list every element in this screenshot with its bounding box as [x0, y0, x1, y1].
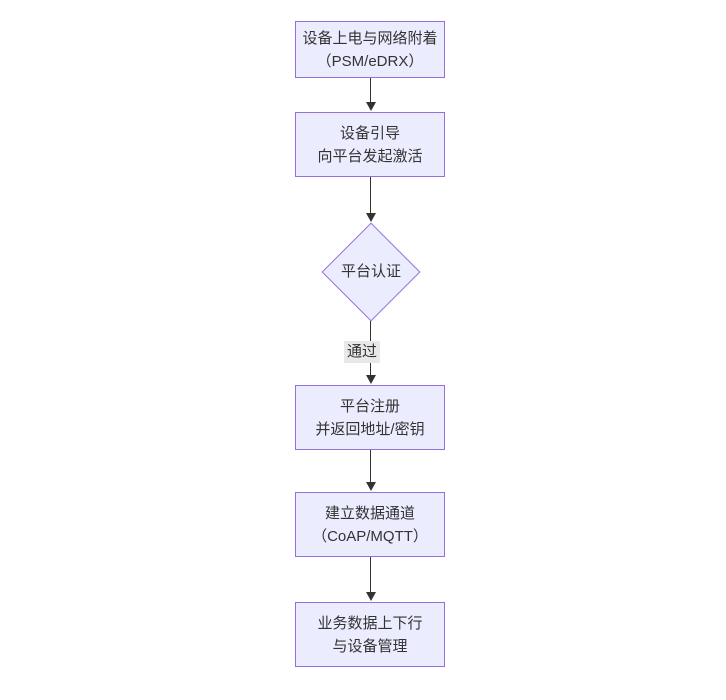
- node-business-data-line2: 与设备管理: [332, 637, 408, 655]
- edge-5-arrowhead-icon: [366, 592, 376, 601]
- edge-4-arrowhead-icon: [366, 482, 376, 491]
- edge-5-line: [370, 557, 371, 593]
- edge-2-line: [370, 177, 371, 213]
- node-power-attach-line1: 设备上电与网络附着: [302, 29, 438, 47]
- edge-3-arrowhead-icon: [366, 375, 376, 384]
- node-register: 平台注册 并返回地址/密钥: [295, 385, 445, 450]
- node-bootstrap: 设备引导 向平台发起激活: [295, 112, 445, 177]
- node-power-attach: 设备上电与网络附着 （PSM/eDRX）: [295, 21, 445, 78]
- node-bootstrap-line1: 设备引导: [339, 124, 400, 142]
- node-register-line2: 并返回地址/密钥: [315, 420, 425, 438]
- edge-1-line: [370, 78, 371, 103]
- node-register-line1: 平台注册: [339, 397, 400, 415]
- node-data-channel: 建立数据通道 （CoAP/MQTT）: [295, 492, 445, 557]
- node-business-data: 业务数据上下行 与设备管理: [295, 602, 445, 667]
- node-power-attach-line2: （PSM/eDRX）: [316, 52, 424, 70]
- edge-1-arrowhead-icon: [366, 102, 376, 111]
- node-data-channel-line1: 建立数据通道: [324, 504, 415, 522]
- edge-4-line: [370, 450, 371, 483]
- node-platform-auth-label: 平台认证: [340, 263, 401, 280]
- node-business-data-line1: 业务数据上下行: [317, 614, 423, 632]
- node-data-channel-line2: （CoAP/MQTT）: [312, 527, 428, 545]
- edge-3-label-pass: 通过: [344, 341, 381, 363]
- node-bootstrap-line2: 向平台发起激活: [317, 147, 423, 165]
- edge-2-arrowhead-icon: [366, 213, 376, 222]
